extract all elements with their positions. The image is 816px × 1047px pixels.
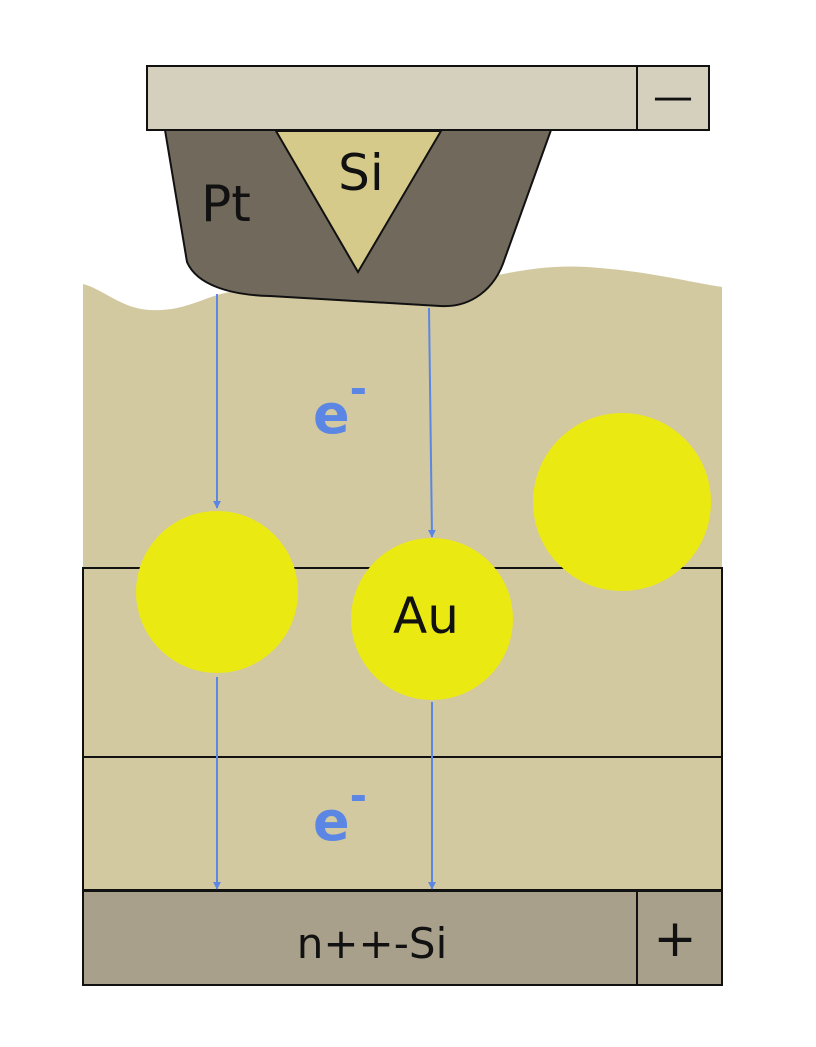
gold-particle-right bbox=[533, 413, 711, 591]
minus-terminal-label: — bbox=[653, 74, 693, 120]
electron-label-top: e- bbox=[313, 364, 367, 446]
plus-terminal-label: + bbox=[653, 909, 697, 969]
gold-particle-left bbox=[136, 511, 298, 673]
electron-symbol-top: e bbox=[313, 383, 350, 446]
substrate-label: n++-Si bbox=[297, 919, 448, 968]
cantilever bbox=[146, 65, 710, 131]
pt-label: Pt bbox=[201, 175, 251, 233]
si-tip-label: Si bbox=[338, 144, 384, 202]
si-tip bbox=[274, 130, 443, 274]
substrate bbox=[82, 890, 723, 986]
gold-particle-center bbox=[351, 538, 513, 700]
electron-charge-bottom: - bbox=[350, 771, 367, 820]
electron-symbol-bottom: e bbox=[313, 790, 350, 853]
electron-charge-top: - bbox=[350, 364, 367, 413]
au-label: Au bbox=[393, 587, 459, 645]
electron-label-bottom: e- bbox=[313, 771, 367, 853]
current-arrow-center-upper bbox=[427, 307, 436, 538]
